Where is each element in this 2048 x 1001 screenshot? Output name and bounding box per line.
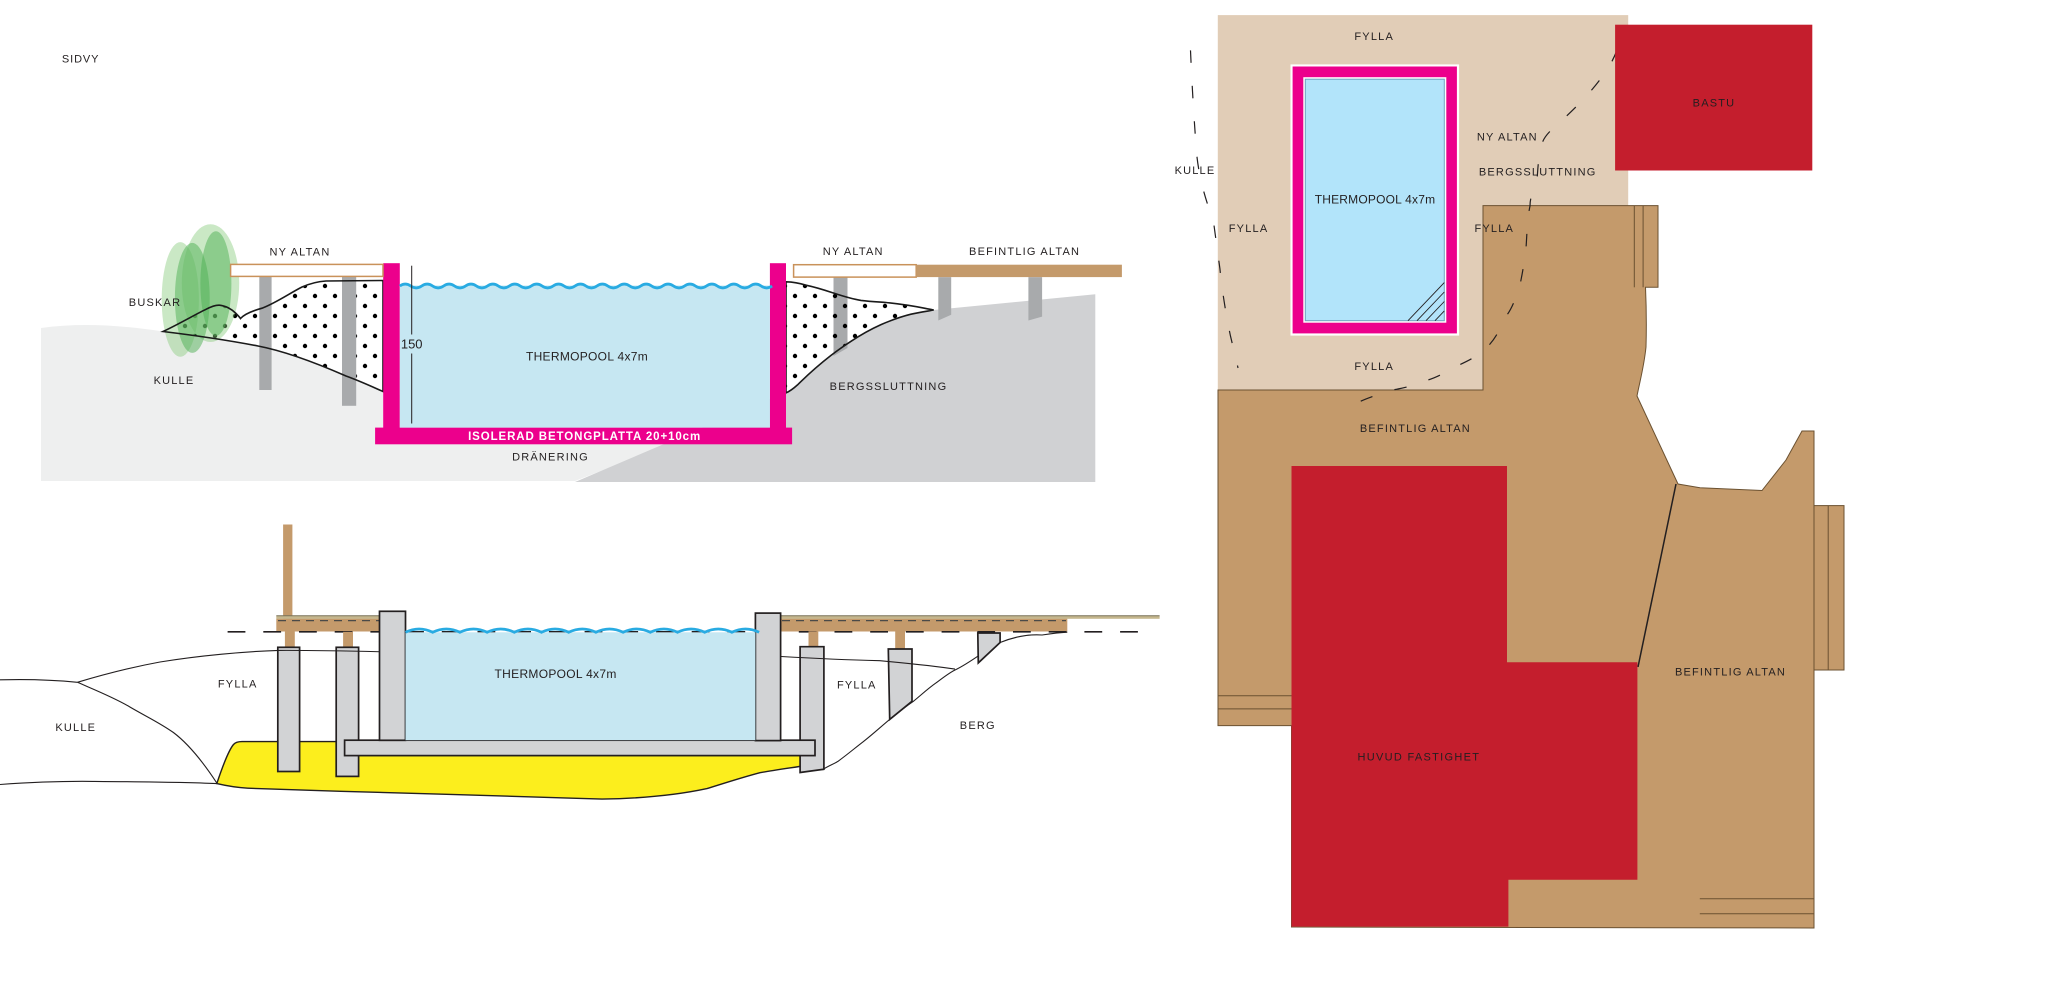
- svg-text:BERGSSLUTTNING: BERGSSLUTTNING: [830, 381, 948, 393]
- svg-text:BERG: BERG: [960, 720, 996, 732]
- svg-text:KULLE: KULLE: [154, 375, 195, 387]
- svg-text:BUSKAR: BUSKAR: [129, 297, 181, 309]
- svg-text:FYLLA: FYLLA: [1354, 361, 1394, 373]
- svg-text:BASTU: BASTU: [1693, 98, 1736, 110]
- svg-text:DRÄNERING: DRÄNERING: [512, 452, 589, 464]
- svg-text:BEFINTLIG ALTAN: BEFINTLIG ALTAN: [1675, 667, 1786, 679]
- svg-text:FYLLA: FYLLA: [837, 680, 877, 692]
- svg-text:SIDVY: SIDVY: [62, 54, 100, 66]
- svg-text:HUVUD FASTIGHET: HUVUD FASTIGHET: [1358, 751, 1481, 763]
- svg-text:THERMOPOOL 4x7m: THERMOPOOL 4x7m: [495, 667, 617, 681]
- svg-text:ISOLERAD BETONGPLATTA 20+10cm: ISOLERAD BETONGPLATTA 20+10cm: [468, 431, 701, 443]
- svg-text:BEFINTLIG ALTAN: BEFINTLIG ALTAN: [969, 246, 1080, 258]
- svg-text:FYLLA: FYLLA: [218, 678, 258, 690]
- svg-text:FYLLA: FYLLA: [1229, 223, 1269, 235]
- svg-text:NY ALTAN: NY ALTAN: [1477, 132, 1538, 144]
- svg-text:KULLE: KULLE: [55, 722, 96, 734]
- svg-text:FYLLA: FYLLA: [1474, 223, 1514, 235]
- svg-text:KULLE: KULLE: [1175, 165, 1216, 177]
- svg-text:BEFINTLIG ALTAN: BEFINTLIG ALTAN: [1360, 423, 1471, 435]
- svg-text:150: 150: [401, 336, 423, 351]
- svg-text:NY ALTAN: NY ALTAN: [270, 247, 331, 259]
- svg-text:NY ALTAN: NY ALTAN: [823, 246, 884, 258]
- svg-text:BERGSSLUTTNING: BERGSSLUTTNING: [1479, 166, 1597, 178]
- svg-text:FYLLA: FYLLA: [1354, 31, 1394, 43]
- svg-text:THERMOPOOL 4x7m: THERMOPOOL 4x7m: [1315, 193, 1436, 207]
- svg-text:THERMOPOOL 4x7m: THERMOPOOL 4x7m: [526, 349, 648, 363]
